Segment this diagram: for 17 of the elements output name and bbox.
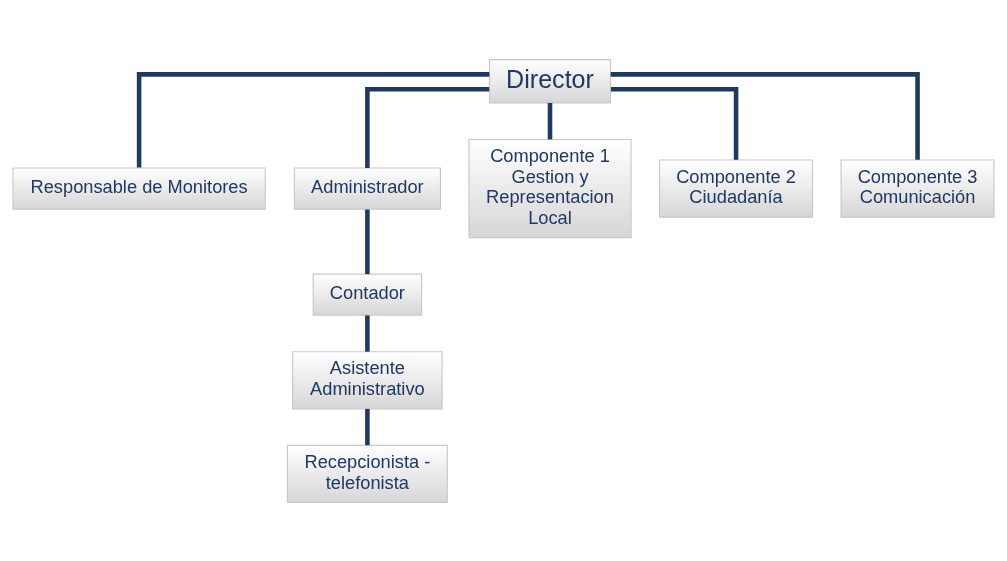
node-box: Recepcionista - telefonista <box>286 444 448 503</box>
node-box: Administrador <box>293 166 441 210</box>
node-box: Contador <box>312 273 423 316</box>
connector <box>610 71 920 160</box>
connector <box>365 209 370 274</box>
connector <box>547 102 553 139</box>
node-box: Asistente Administrativo <box>292 350 443 409</box>
node-box: Componente 2 Ciudadanía <box>659 158 814 218</box>
node-box: Componente 3 Comunicación <box>840 158 995 218</box>
connector <box>365 86 490 168</box>
node-box: Responsable de Monitores <box>12 166 266 210</box>
connector <box>610 86 739 160</box>
connector <box>365 314 370 352</box>
connector <box>136 71 490 168</box>
node-box: Componente 1 Gestion y Representacion Local <box>468 138 632 238</box>
connector <box>365 408 370 445</box>
node-box: Director <box>488 58 612 103</box>
